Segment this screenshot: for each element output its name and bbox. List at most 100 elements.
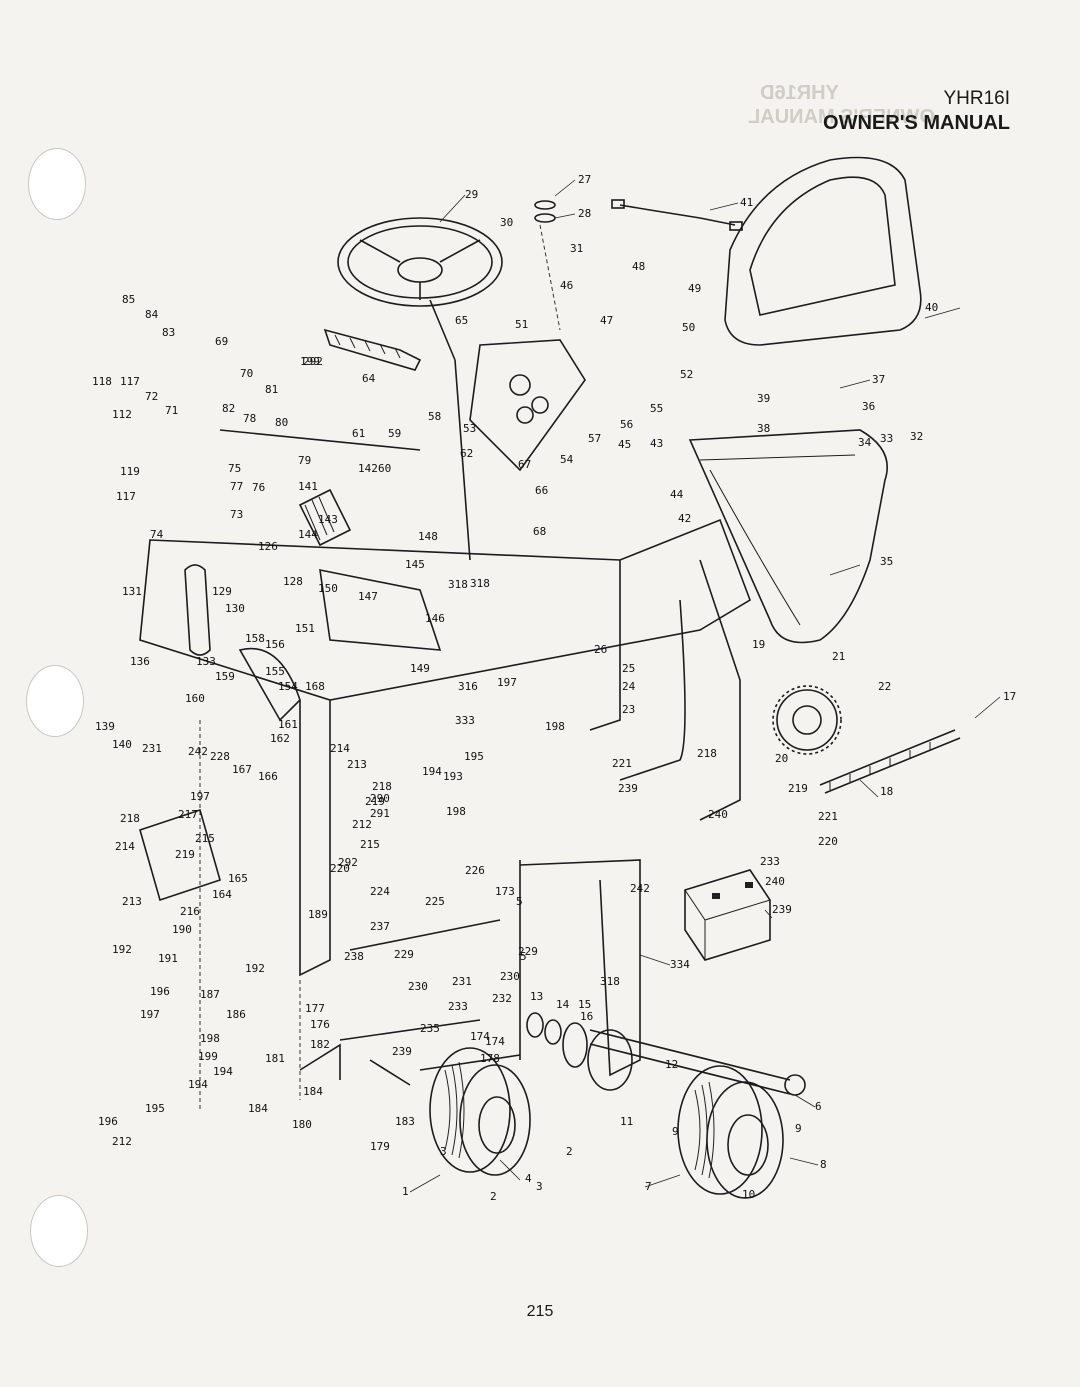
callout-label: 165 — [228, 872, 248, 885]
callout-label: 48 — [632, 260, 645, 273]
callout-label: 139 — [95, 720, 115, 733]
callout-label: 194 — [213, 1065, 233, 1078]
callout-label: 230 — [500, 970, 520, 983]
callout-label: 240 — [708, 808, 728, 821]
callout-label: 194 — [422, 765, 442, 778]
callout-label: 54 — [560, 453, 574, 466]
callout-label: 151 — [295, 622, 315, 635]
dash-console — [469, 339, 586, 472]
header-model: YHR16I — [943, 88, 1010, 109]
callout-label: 26 — [594, 643, 607, 656]
callout-label: 318 — [470, 577, 490, 590]
callout-label: 23 — [622, 703, 635, 716]
callout-label: 2 — [490, 1190, 497, 1203]
callout-label: 84 — [145, 308, 159, 321]
battery — [684, 869, 771, 961]
callout-label: 31 — [570, 242, 583, 255]
callout-label: 3 — [536, 1180, 543, 1193]
callout-label: 334 — [670, 958, 690, 971]
front-wheel-left — [429, 1047, 531, 1176]
callout-label: 44 — [670, 488, 684, 501]
callout-label: 38 — [757, 422, 770, 435]
callout-label: 16 — [580, 1010, 593, 1023]
callout-label: 30 — [500, 216, 513, 229]
binder-hole-middle — [26, 665, 84, 737]
callout-label: 218 — [372, 780, 392, 793]
callout-label: 41 — [740, 196, 753, 209]
callout-label: 214 — [115, 840, 135, 853]
callout-label: 27 — [578, 173, 591, 186]
callout-label: 32 — [910, 430, 923, 443]
callout-label: 119 — [120, 465, 140, 478]
callout-label: 220 — [330, 862, 350, 875]
callout-label: 4 — [525, 1172, 532, 1185]
callout-label: 117 — [116, 490, 136, 503]
callout-label: 3 — [440, 1145, 447, 1158]
throttle-lever — [323, 328, 422, 371]
callout-label: 318 — [448, 578, 468, 591]
callout-label: 161 — [278, 718, 298, 731]
callout-label: 19 — [752, 638, 765, 651]
callout-label: 174 — [485, 1035, 505, 1048]
callout-label: 79 — [298, 454, 311, 467]
callout-label: 221 — [612, 757, 632, 770]
callout-label: 229 — [394, 948, 414, 961]
callout-label: 239 — [772, 903, 792, 916]
callout-label: 182 — [310, 1038, 330, 1051]
callout-label: 83 — [162, 326, 175, 339]
page-number: 215 — [526, 1303, 554, 1320]
drive-chain — [819, 729, 961, 794]
callout-label: 143 — [318, 513, 338, 526]
pedal-linkage — [139, 488, 442, 902]
callout-label: 25 — [622, 662, 635, 675]
callout-label: 212 — [112, 1135, 132, 1148]
rear-wheel-right — [677, 1065, 784, 1199]
callout-label: 144 — [298, 528, 318, 541]
callout-label: 191 — [158, 952, 178, 965]
callout-label: 57 — [588, 432, 601, 445]
callout-label: 6 — [815, 1100, 822, 1113]
callout-label: 58 — [428, 410, 441, 423]
callout-label: 232 — [492, 992, 512, 1005]
callout-label: 318 — [600, 975, 620, 988]
callout-label: 231 — [452, 975, 472, 988]
callout-labels: 29 27 28 30 31 41 48 46 49 47 51 50 52 6… — [92, 173, 1016, 1203]
callout-label: 22 — [878, 680, 891, 693]
callout-label: 173 — [495, 885, 515, 898]
callout-label: 2 — [566, 1145, 573, 1158]
callout-label: 154 — [278, 680, 298, 693]
callout-label: 292 — [338, 856, 358, 869]
callout-label: 333 — [455, 714, 475, 727]
callout-label: 129 — [212, 585, 232, 598]
callout-label: 133 — [196, 655, 216, 668]
callout-label: 78 — [243, 412, 256, 425]
callout-label: 159 — [215, 670, 235, 683]
callout-label: 213 — [347, 758, 367, 771]
callout-label: 52 — [680, 368, 693, 381]
callout-label: 225 — [425, 895, 445, 908]
callout-label: 118 — [92, 375, 112, 388]
callout-label: 81 — [265, 383, 278, 396]
callout-label: 167 — [232, 763, 252, 776]
callout-label: 219 — [365, 795, 385, 808]
callout-label: 231 — [142, 742, 162, 755]
callout-label: 238 — [344, 950, 364, 963]
callout-label: 215 — [195, 832, 215, 845]
callout-label: 43 — [650, 437, 663, 450]
callout-label: 49 — [688, 282, 701, 295]
callout-label: 219 — [175, 848, 195, 861]
callout-label: 37 — [872, 373, 885, 386]
callout-label: 80 — [275, 416, 288, 429]
callout-label: 131 — [122, 585, 142, 598]
callout-label: 195 — [464, 750, 484, 763]
callout-label: 292 — [303, 355, 323, 368]
callout-label: 155 — [265, 665, 285, 678]
callout-label: 46 — [560, 279, 573, 292]
callout-label: 29 — [465, 188, 478, 201]
callout-label: 14 — [556, 998, 570, 1011]
callout-label: 214 — [330, 742, 350, 755]
callout-label: 198 — [200, 1032, 220, 1045]
callout-label: 242 — [630, 882, 650, 895]
